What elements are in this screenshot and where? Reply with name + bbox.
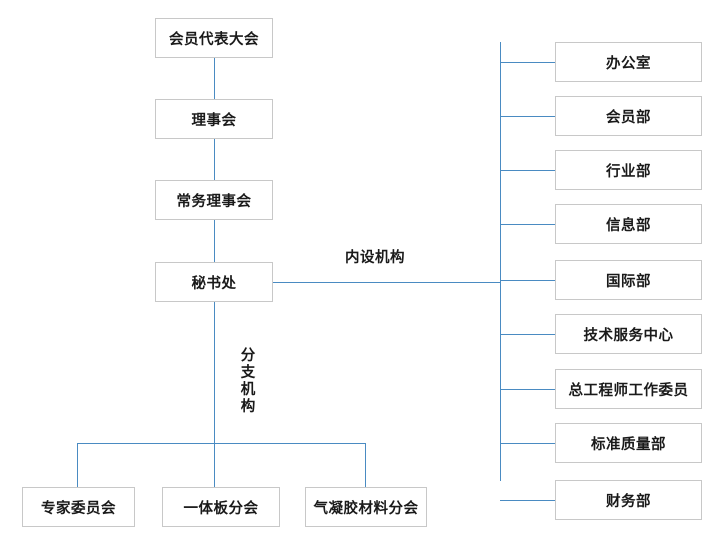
- connector-stub-tech-service: [500, 333, 555, 335]
- node-standing-council[interactable]: 常务理事会: [155, 180, 273, 220]
- node-label: 办公室: [606, 55, 651, 72]
- connector-drop-integrated-board: [213, 443, 215, 487]
- edge-label-branch-char-3: 机: [240, 382, 256, 398]
- node-label: 秘书处: [191, 275, 237, 292]
- connector-stub-standards-quality: [500, 442, 555, 444]
- node-label: 理事会: [191, 112, 237, 129]
- node-label: 标准质量部: [591, 436, 666, 453]
- connector-departments-trunk: [500, 42, 502, 481]
- connector-branch-bus: [77, 443, 365, 445]
- node-label: 常务理事会: [176, 193, 252, 210]
- connector-secretariat-to-departments-trunk: [273, 281, 501, 283]
- edge-label-internal-departments: 内设机构: [345, 246, 405, 267]
- edge-label-branch-organizations: 分 支 机 构: [240, 348, 256, 416]
- connector-stub-international: [500, 279, 555, 281]
- node-department-membership[interactable]: 会员部: [555, 96, 702, 136]
- connector-secretariat-to-branch-bus: [213, 302, 215, 444]
- node-label: 总工程师工作委员: [568, 382, 689, 399]
- node-label: 专家委员会: [41, 500, 116, 517]
- node-department-office[interactable]: 办公室: [555, 42, 702, 82]
- connector-council-to-standing-council: [213, 139, 215, 180]
- connector-assembly-to-council: [213, 58, 215, 99]
- edge-label-branch-char-4: 构: [240, 399, 256, 415]
- node-department-finance[interactable]: 财务部: [555, 480, 702, 520]
- node-member-assembly[interactable]: 会员代表大会: [155, 18, 273, 58]
- connector-stub-industry: [500, 169, 555, 171]
- connector-stub-chief-engineer: [500, 388, 555, 390]
- connector-stub-information: [500, 223, 555, 225]
- node-department-standards-quality[interactable]: 标准质量部: [555, 423, 702, 463]
- node-label: 会员部: [606, 109, 651, 126]
- connector-drop-expert-committee: [77, 443, 79, 487]
- node-council[interactable]: 理事会: [155, 99, 273, 139]
- node-department-chief-engineer-committee[interactable]: 总工程师工作委员: [555, 369, 702, 409]
- node-label: 气凝胶材料分会: [313, 500, 419, 517]
- edge-label-branch-char-1: 分: [240, 348, 256, 364]
- node-branch-integrated-board[interactable]: 一体板分会: [162, 487, 280, 527]
- node-label: 会员代表大会: [169, 31, 259, 48]
- connector-standing-council-to-secretariat: [213, 220, 215, 262]
- node-secretariat[interactable]: 秘书处: [155, 262, 273, 302]
- node-label: 一体板分会: [183, 500, 259, 517]
- node-label: 行业部: [606, 163, 651, 180]
- node-label: 财务部: [606, 493, 651, 510]
- edge-label-branch-char-2: 支: [240, 365, 256, 381]
- node-branch-expert-committee[interactable]: 专家委员会: [22, 487, 135, 527]
- node-department-industry[interactable]: 行业部: [555, 150, 702, 190]
- connector-stub-membership: [500, 115, 555, 117]
- node-department-tech-service-center[interactable]: 技术服务中心: [555, 314, 702, 354]
- connector-stub-office: [500, 61, 555, 63]
- node-department-information[interactable]: 信息部: [555, 204, 702, 244]
- node-label: 国际部: [606, 273, 651, 290]
- node-label: 技术服务中心: [583, 327, 674, 344]
- node-branch-aerogel-material[interactable]: 气凝胶材料分会: [305, 487, 427, 527]
- connector-drop-aerogel-material: [365, 443, 367, 487]
- node-label: 信息部: [606, 217, 651, 234]
- node-department-international[interactable]: 国际部: [555, 260, 702, 300]
- connector-stub-finance: [500, 499, 555, 501]
